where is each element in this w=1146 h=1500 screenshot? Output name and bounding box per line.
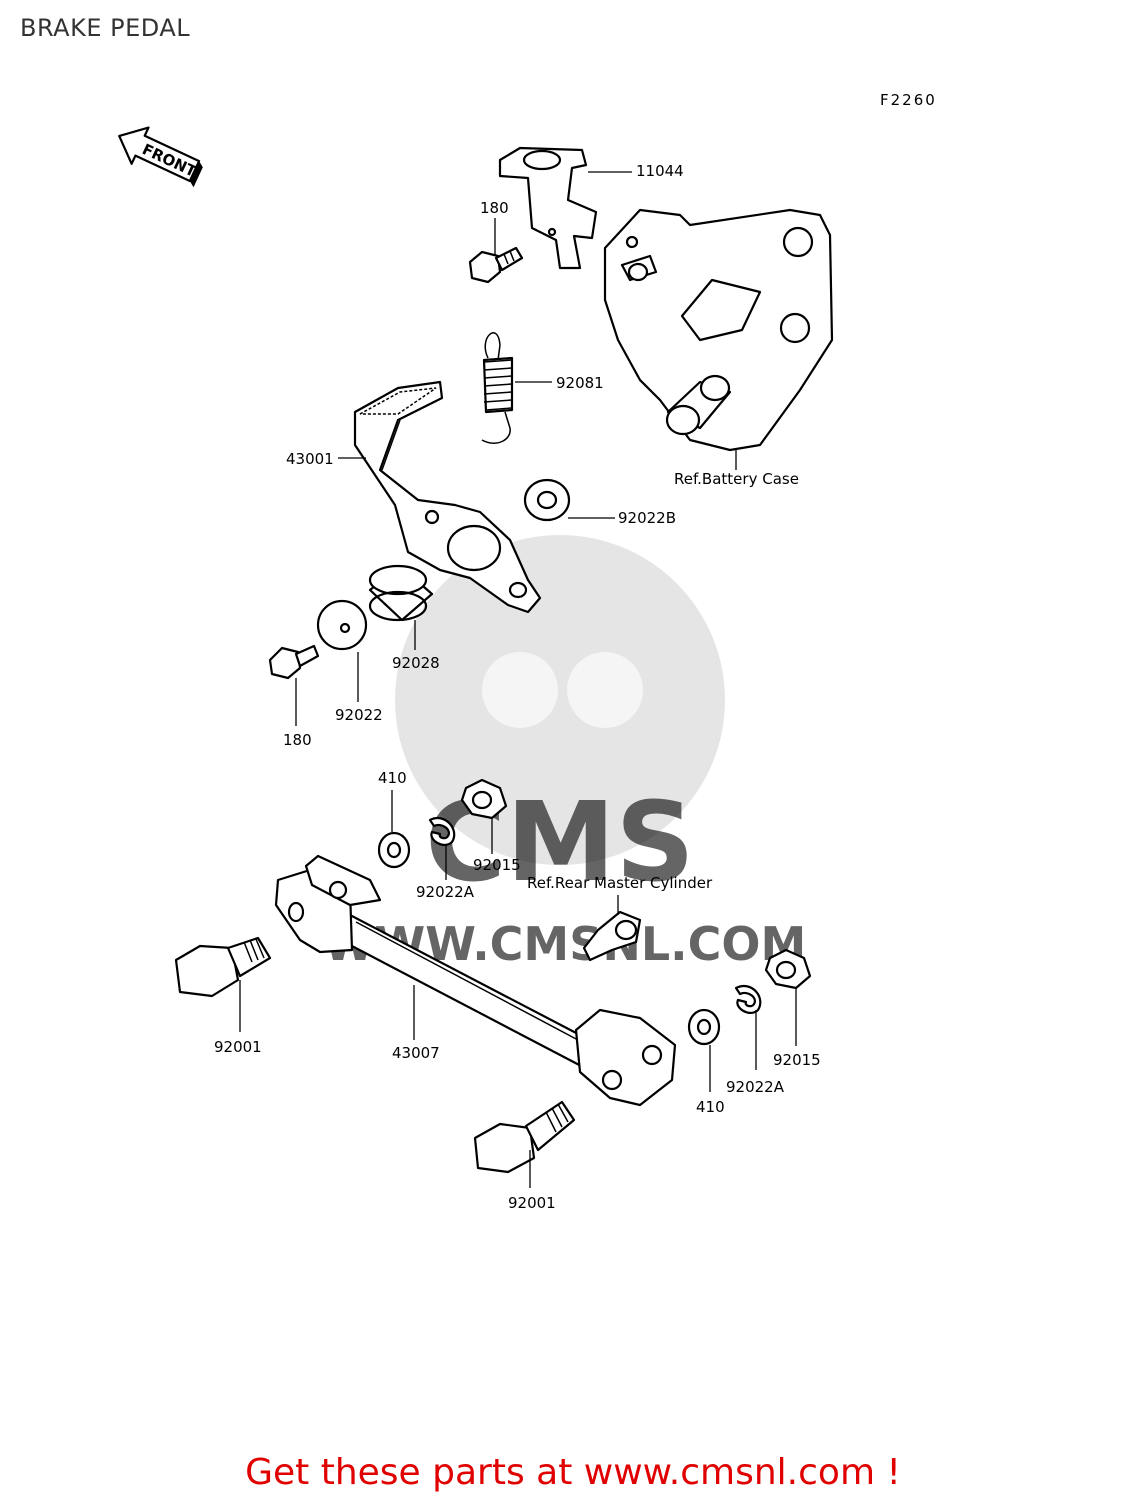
label-92081: 92081: [556, 374, 604, 392]
label-43001: 43001: [286, 450, 334, 468]
bushing-92028: [368, 564, 434, 622]
label-92022: 92022: [335, 706, 383, 724]
washer-410-bottom: [687, 1008, 721, 1046]
label-92001-bottom: 92001: [508, 1194, 556, 1212]
figure-code: F2260: [880, 91, 937, 109]
clip-92022A-top: [428, 817, 456, 847]
washer-92022: [316, 599, 368, 651]
label-43007: 43007: [392, 1044, 440, 1062]
label-92022B: 92022B: [618, 509, 676, 527]
label-11044: 11044: [636, 162, 684, 180]
label-180-bottom: 180: [283, 731, 312, 749]
label-ref-battery-case: Ref.Battery Case: [674, 470, 799, 488]
nut-92015-top: [460, 778, 508, 820]
leader-lines: [239, 171, 797, 1188]
bracket-11044: [498, 146, 598, 270]
clip-92022A-bottom: [734, 985, 762, 1015]
rod-43007: [274, 854, 677, 1107]
label-180-top: 180: [480, 199, 509, 217]
front-arrow-icon: FRONT: [118, 126, 203, 188]
washer-92022B: [523, 478, 571, 522]
label-410-bottom: 410: [696, 1098, 725, 1116]
washer-410-top: [377, 831, 411, 869]
battery-case-plate: [603, 208, 834, 452]
brake-pedal-43001: [353, 380, 542, 614]
label-92022A-bottom: 92022A: [726, 1078, 785, 1096]
footer-cta-link[interactable]: Get these parts at www.cmsnl.com !: [245, 1452, 901, 1493]
label-410-top: 410: [378, 769, 407, 787]
label-92015-top: 92015: [473, 856, 521, 874]
callout-labels: 11044 180 92081 Ref.Battery Case 43001 9…: [214, 162, 821, 1212]
pin-92001-left: [174, 936, 272, 998]
label-92015-bottom: 92015: [773, 1051, 821, 1069]
spring-92081: [481, 332, 514, 444]
label-92001-left: 92001: [214, 1038, 262, 1056]
master-cylinder-fitting: [582, 910, 642, 962]
page-title: BRAKE PEDAL: [20, 14, 191, 42]
bolt-180-bottom: [268, 644, 320, 680]
bolt-180-top: [468, 246, 524, 284]
label-ref-rear-master-cylinder: Ref.Rear Master Cylinder: [527, 874, 713, 892]
label-92028: 92028: [392, 654, 440, 672]
nut-92015-bottom: [764, 948, 812, 990]
pin-92001-bottom: [473, 1100, 576, 1174]
label-92022A-top: 92022A: [416, 883, 475, 901]
